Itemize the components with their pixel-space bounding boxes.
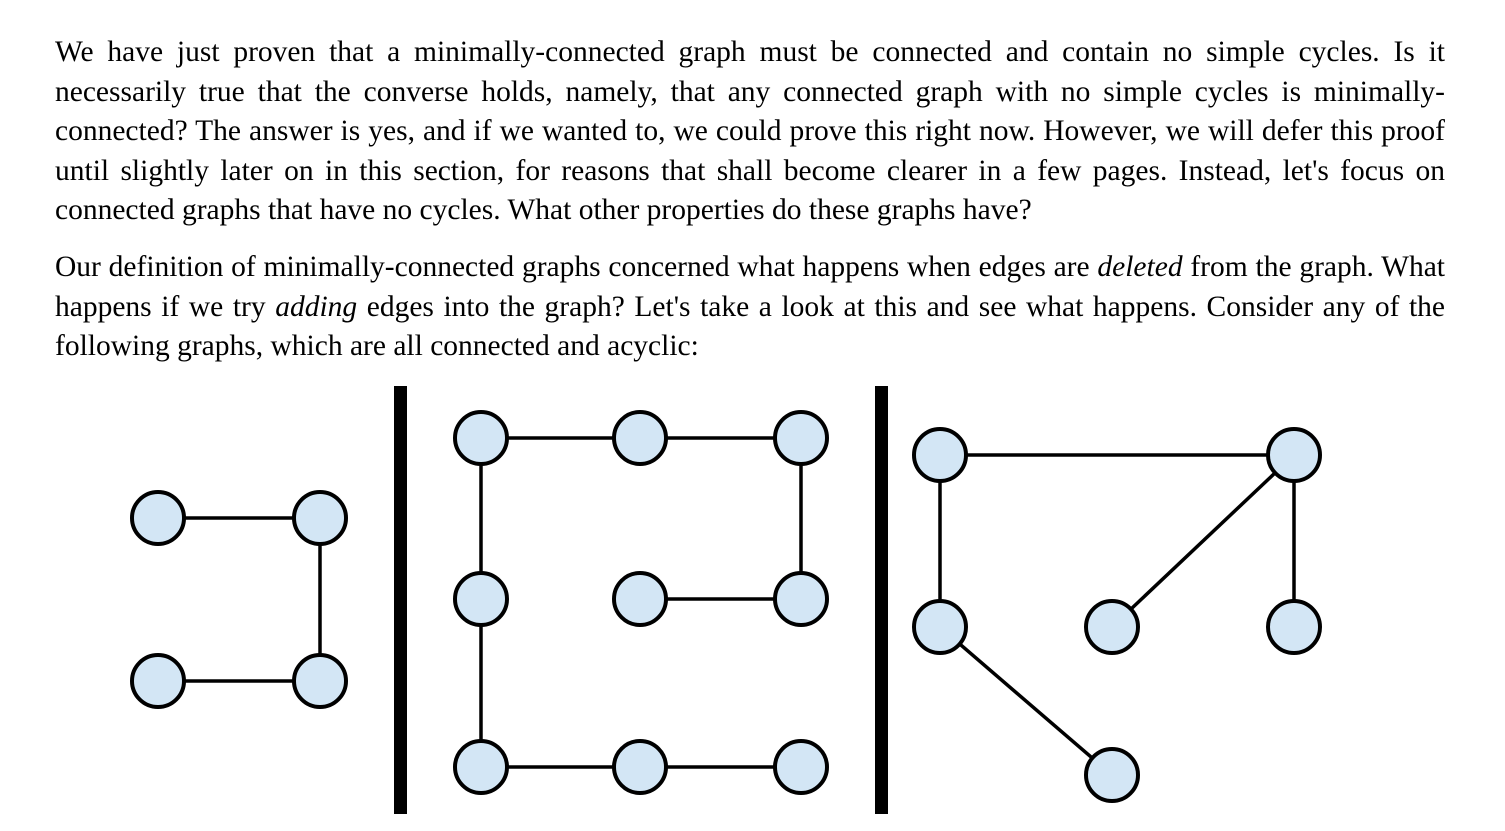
paragraph-2-part-a: Our definition of minimally-connected gr… (55, 251, 1098, 283)
emphasis-adding: adding (275, 290, 358, 323)
graph-b-node (612, 571, 668, 627)
graph-c-node (1266, 599, 1322, 655)
graph-b-node (612, 410, 668, 466)
graph-b-node (453, 410, 509, 466)
graph-c-edge (1110, 453, 1296, 629)
emphasis-deleted: deleted (1097, 251, 1183, 283)
paragraph-2-text: Our definition of minimally-connected gr… (55, 248, 1445, 367)
paragraph-2: Our definition of minimally-connected gr… (55, 248, 1445, 367)
divider-left (394, 386, 407, 814)
paragraph-1: We have just proven that a minimally-con… (55, 33, 1445, 231)
node-layer (130, 410, 1322, 803)
graph-c-node (1266, 427, 1322, 483)
graph-a-node (130, 653, 186, 709)
graph-b-node (773, 410, 829, 466)
paragraph-2-part-b: from the graph. What happens if we try (55, 251, 1445, 323)
paragraph-1-text: We have just proven that a minimally-con… (55, 36, 1445, 226)
graph-c-node (1084, 599, 1140, 655)
graph-b-node (453, 739, 509, 795)
graph-c-node (912, 599, 968, 655)
graph-c-edge (938, 625, 1114, 777)
graph-b-node (453, 571, 509, 627)
graph-c-node (1084, 747, 1140, 803)
graph-b-node (773, 739, 829, 795)
paragraph-2-part-c: edges into the graph? Let's take a look … (55, 290, 1446, 363)
graph-a-node (292, 490, 348, 546)
divider-right (875, 386, 888, 814)
graph-a-node (130, 490, 186, 546)
graph-b-node (773, 571, 829, 627)
divider-layer (394, 386, 888, 814)
graph-b-node (612, 739, 668, 795)
graph-c-node (912, 427, 968, 483)
graph-a-node (292, 653, 348, 709)
